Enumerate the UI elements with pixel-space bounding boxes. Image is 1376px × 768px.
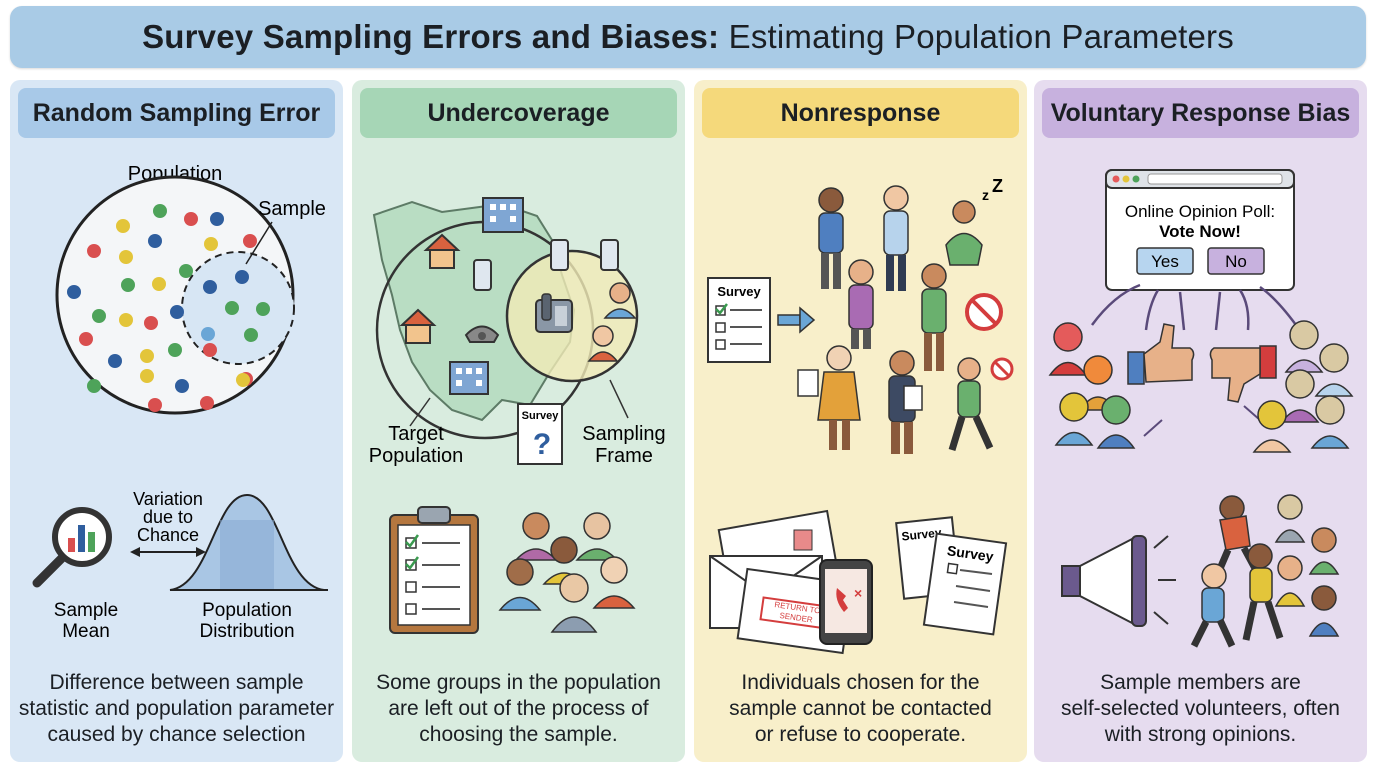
person-icon (603, 282, 637, 319)
yes-button[interactable]: Yes (1136, 247, 1194, 275)
voluntary-response-illustration: Online Opinion Poll: Vote Now! Yes No (1048, 169, 1354, 648)
panel-random-sampling-error: Random Sampling Error Population Sample (10, 80, 343, 762)
no-button-label: No (1225, 252, 1247, 271)
panel-description: Some groups in the population are left o… (356, 670, 681, 748)
description-line: Difference between sample (49, 671, 304, 694)
title-bold-part: Survey Sampling Errors and Biases: (142, 18, 720, 55)
page-title: Survey Sampling Errors and Biases: Estim… (142, 18, 1234, 56)
phone-icon (473, 259, 492, 291)
panel-description: Difference between sample statistic and … (14, 670, 339, 748)
arrows-to-poll (1090, 283, 1298, 331)
poll-title: Online Opinion Poll: (1125, 202, 1275, 221)
variation-label-line3: Chance (137, 525, 199, 545)
survey-document-icon: Survey ? (517, 403, 563, 465)
running-volunteers (1190, 494, 1340, 648)
panel-description: Sample members are self-selected volunte… (1038, 670, 1363, 748)
target-label-line1: Target (388, 423, 444, 445)
random-sampling-illustration: Population Sample Sample Mean (32, 163, 328, 642)
thumbs-down-icon (1209, 345, 1277, 403)
crowd-of-people: z Z (797, 176, 1014, 454)
browser-window: Online Opinion Poll: Vote Now! Yes No (1105, 169, 1295, 291)
building-icon (482, 197, 524, 233)
panel-undercoverage: Undercoverage (352, 80, 685, 762)
panel-description: Individuals chosen for the sample cannot… (698, 670, 1023, 748)
description-line: are left out of the process of (388, 697, 649, 720)
target-pointer (409, 397, 431, 427)
survey-document-icon: Survey (707, 277, 771, 363)
telephone-icon (535, 293, 573, 333)
neutral-faces (1252, 320, 1354, 453)
vote-now-label: Vote Now! (1159, 222, 1241, 241)
survey-form-label: Survey (901, 525, 943, 543)
clipboard-icon (389, 506, 479, 634)
description-line: with strong opinions. (1104, 723, 1297, 746)
description-line: Individuals chosen for the (741, 671, 980, 694)
pointer-arrow (1243, 405, 1261, 421)
description-line: or refuse to cooperate. (754, 723, 967, 746)
arrow-right-icon (777, 306, 816, 334)
frame-label-line1: Sampling (582, 423, 665, 445)
mobile-phone-icon: × (819, 559, 873, 645)
panel-header: Random Sampling Error (18, 88, 335, 138)
description-line: self-selected volunteers, often (1061, 697, 1340, 720)
bell-curve (169, 493, 328, 591)
description-line: Sample members are (1100, 671, 1301, 694)
title-rest-part: Estimating Population Parameters (719, 18, 1234, 55)
angry-faces (1048, 322, 1136, 449)
frame-pointer (609, 379, 629, 419)
sample-pointer (245, 221, 273, 265)
svg-text:×: × (854, 585, 862, 601)
house-icon (423, 233, 461, 269)
phone-icon (600, 239, 619, 271)
survey-doc-label: Survey (717, 284, 761, 299)
nonresponse-illustration: Survey z Z (707, 176, 1014, 655)
panel-header: Voluntary Response Bias (1042, 88, 1359, 138)
distribution-label-line2: Distribution (199, 621, 294, 642)
no-button[interactable]: No (1207, 247, 1265, 275)
description-line: Some groups in the population (376, 671, 661, 694)
distribution-label-line1: Population (202, 600, 292, 621)
frame-label-line2: Frame (595, 445, 653, 467)
variation-label-line1: Variation (133, 489, 203, 509)
description-line: caused by chance selection (47, 723, 306, 746)
description-line: sample cannot be contacted (729, 697, 992, 720)
telephone-icon (464, 325, 500, 343)
megaphone-icon (1061, 535, 1176, 627)
target-label-line2: Population (369, 445, 464, 467)
magnifier-icon (32, 507, 112, 588)
house-icon (399, 308, 437, 344)
pointer-arrow (1143, 419, 1163, 437)
panel-nonresponse: Nonresponse Survey z Z (694, 80, 1027, 762)
yes-button-label: Yes (1151, 252, 1179, 271)
panel-header: Nonresponse (702, 88, 1019, 138)
sample-mean-label-line2: Mean (62, 621, 110, 642)
sample-label: Sample (258, 198, 326, 220)
sleep-z-large: Z (992, 176, 1003, 196)
survey-forms-icon: Survey Survey (895, 516, 1008, 636)
panel-voluntary-response-bias: Voluntary Response Bias Online Opinion P… (1034, 80, 1367, 762)
person-icon (587, 325, 619, 362)
undercoverage-illustration: Survey ? Target Population Sampling Fram… (369, 197, 666, 634)
population-dots (67, 204, 270, 412)
survey-doc-label: Survey (522, 410, 560, 422)
group-of-people-icon (498, 512, 636, 633)
building-icon (449, 361, 489, 395)
variation-label-line2: due to (143, 507, 193, 527)
panel-header: Undercoverage (360, 88, 677, 138)
survey-form-label: Survey (946, 542, 995, 564)
description-line: choosing the sample. (419, 723, 618, 746)
svg-text:?: ? (533, 428, 551, 461)
phone-icon (550, 239, 569, 271)
sample-mean-label-line1: Sample (54, 600, 118, 621)
double-arrow-icon (130, 547, 206, 557)
sleep-z-small: z (982, 187, 989, 203)
title-bar: Survey Sampling Errors and Biases: Estim… (10, 6, 1366, 68)
thumbs-up-icon (1127, 323, 1195, 385)
description-line: statistic and population parameter (18, 697, 335, 720)
